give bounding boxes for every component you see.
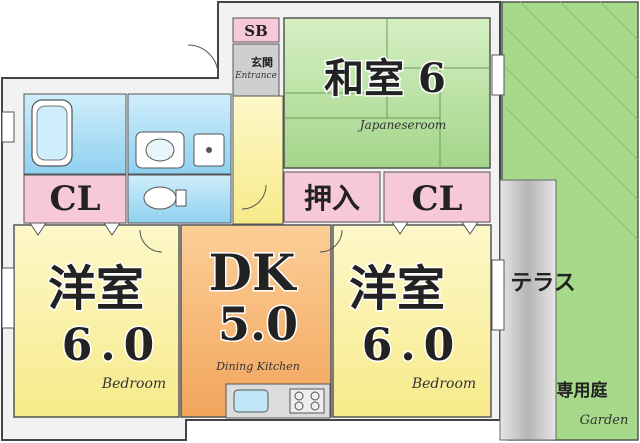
garden-hatch [504, 1, 639, 241]
genkan-label: 玄関 [251, 55, 273, 69]
genkan-sub: Entrance [234, 71, 277, 81]
yoshitsu-left-size: 6.0 [62, 320, 163, 371]
corridor [232, 95, 284, 225]
yoshitsu-right-sub: Bedroom [411, 376, 476, 392]
washitsu-label: 和室 6 [324, 55, 446, 102]
garden-sub: Garden [580, 413, 629, 428]
closet-door-marks [29, 221, 479, 236]
garden-label: 専用庭 [557, 380, 608, 401]
dk-size: 5.0 [218, 297, 298, 351]
toilet-bowl [143, 186, 177, 210]
drain-icon [206, 147, 212, 153]
dk-sub: Dining Kitchen [215, 360, 300, 373]
toilet-tank [175, 189, 187, 207]
tatami-lines [284, 18, 490, 168]
shoe-box [232, 17, 280, 43]
terrace [499, 179, 557, 441]
burner-icons [294, 391, 320, 411]
yoshitsu-right-room [332, 224, 492, 418]
oshiire [283, 171, 381, 223]
kitchen-sink [233, 389, 269, 413]
sb-label: SB [244, 22, 268, 40]
dk-label: DK [209, 243, 297, 302]
bathtub-inner [36, 105, 68, 161]
windows [1, 54, 505, 331]
door-swings [139, 44, 343, 253]
closet-right [383, 171, 491, 223]
basin-bowl [145, 138, 175, 162]
genkan [232, 43, 280, 97]
stove-icon [289, 388, 325, 414]
yoshitsu-left-sub: Bedroom [101, 376, 166, 392]
yoshitsu-left-room [13, 224, 180, 418]
washitsu-sub: Japaneseroom [357, 118, 446, 132]
terrace-label: テラス [510, 270, 576, 296]
oshiire-label: 押入 [304, 182, 360, 215]
yoshitsu-right-size: 6.0 [362, 320, 463, 371]
cl-left-label: CL [50, 179, 101, 219]
yoshitsu-right-label: 洋室 [349, 261, 445, 317]
cl-right-label: CL [412, 179, 463, 219]
yoshitsu-left-label: 洋室 [48, 261, 144, 317]
closet-left [23, 174, 127, 224]
